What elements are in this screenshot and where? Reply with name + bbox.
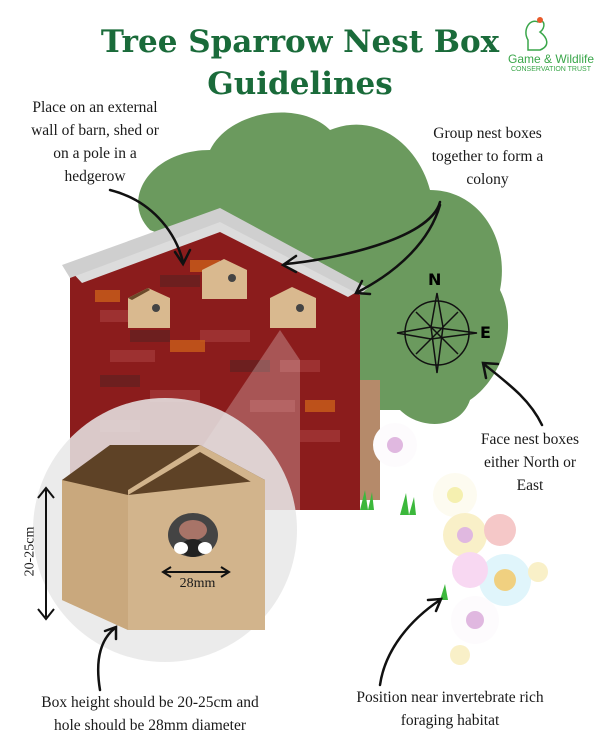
dimensions-arrow [96, 626, 117, 692]
orientation-arrow [483, 363, 544, 427]
placement-arrow [108, 188, 185, 264]
flowers-icon [360, 423, 548, 665]
height-label: 20-25cm [22, 526, 38, 577]
small-nest-box-1 [128, 288, 170, 328]
colony-arrow-1 [283, 200, 442, 266]
compass-north-label: N [428, 270, 442, 289]
hole-label: 28mm [179, 576, 216, 591]
colony-note: Group nest boxes together to form a colo… [431, 125, 544, 188]
habitat-arrow [378, 598, 442, 687]
placement-note: Place on an external wall of barn, shed … [31, 99, 159, 185]
dimensions-note: Box height should be 20-25cm and hole sh… [41, 694, 259, 734]
partridge-icon [525, 17, 548, 51]
logo-name: Game & Wildlife [507, 52, 595, 66]
small-nest-box-3 [270, 287, 316, 328]
compass-east-label: E [480, 323, 491, 342]
orientation-note: Face nest boxes either North or East [480, 431, 580, 494]
habitat-note: Position near invertebrate rich foraging… [356, 689, 544, 729]
small-nest-box-2 [202, 259, 247, 299]
page-title-line1: Tree Sparrow Nest Box [100, 24, 500, 60]
logo-subtitle: CONSERVATION TRUST [511, 66, 591, 73]
page-title-line2: Guidelines [207, 66, 393, 102]
nest-box-detail [33, 398, 297, 662]
compass-icon [396, 292, 478, 374]
